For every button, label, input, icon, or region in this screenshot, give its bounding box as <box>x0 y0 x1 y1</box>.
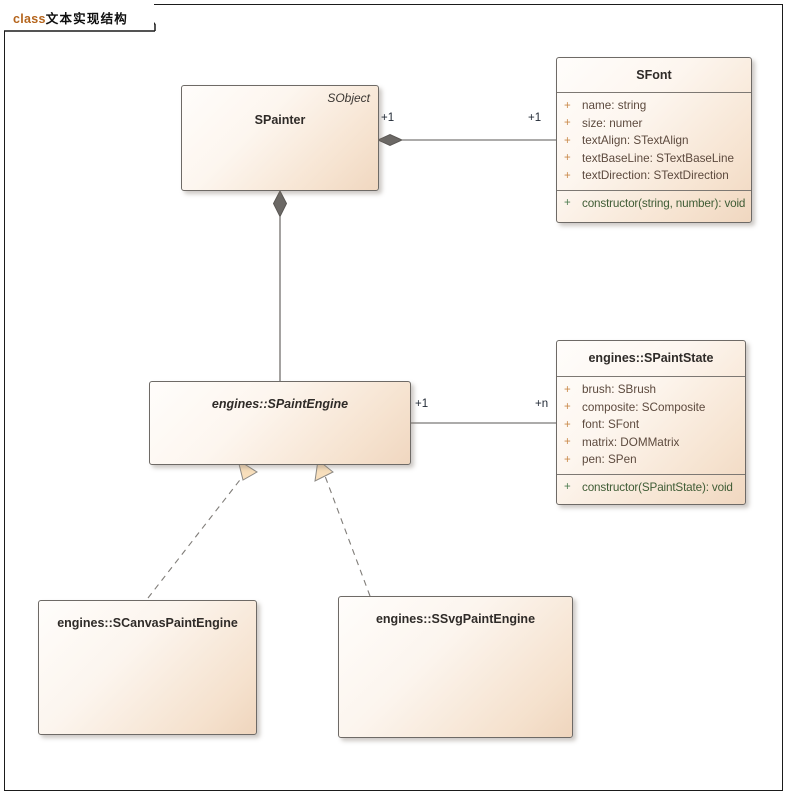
operations-compartment-spaintstate: + constructor(SPaintState): void <box>557 473 745 502</box>
class-stereotype-spainter: SObject <box>327 91 370 105</box>
multiplicity-engine-state-target: +n <box>535 398 549 410</box>
class-box-spaintstate[interactable]: engines::SPaintState + brush: SBrush + c… <box>556 340 746 505</box>
operation-text: constructor(SPaintState): void <box>582 480 733 494</box>
class-box-ssvgpaintengine[interactable]: engines::SSvgPaintEngine <box>338 596 573 738</box>
attribute-row: + name: string <box>557 97 751 115</box>
class-header-scanvaspaintengine: engines::SCanvasPaintEngine <box>39 601 256 631</box>
attribute-text: font: SFont <box>582 418 640 432</box>
visibility-marker: + <box>564 453 571 466</box>
class-box-spaintengine[interactable]: engines::SPaintEngine <box>149 381 411 465</box>
attribute-text: matrix: DOMMatrix <box>582 435 680 449</box>
attributes-compartment-spaintstate: + brush: SBrush + composite: SComposite … <box>557 377 745 474</box>
class-name-ssvgpaintengine: engines::SSvgPaintEngine <box>375 612 536 626</box>
attribute-text: name: string <box>582 99 647 113</box>
class-name-spaintstate: engines::SPaintState <box>588 351 714 365</box>
diagram-frame <box>4 4 783 791</box>
attribute-text: size: numer <box>582 116 643 130</box>
multiplicity-painter-font-target: +1 <box>528 112 542 124</box>
diagram-tab-title: 文本实现结构 <box>45 10 128 26</box>
visibility-marker: + <box>564 383 571 396</box>
visibility-marker: + <box>564 99 571 112</box>
operations-compartment-sfont: + constructor(string, number): void <box>557 189 751 218</box>
operation-text: constructor(string, number): void <box>582 196 746 210</box>
attribute-text: composite: SComposite <box>582 400 706 414</box>
class-name-sfont: SFont <box>636 67 672 82</box>
attribute-row: + size: numer <box>557 115 751 133</box>
visibility-marker: + <box>564 152 571 165</box>
class-name-spaintengine: engines::SPaintEngine <box>211 397 349 411</box>
class-header-spaintstate: engines::SPaintState <box>557 341 745 377</box>
attribute-text: textAlign: STextAlign <box>582 134 689 148</box>
class-box-sfont[interactable]: SFont + name: string + size: numer + tex… <box>556 57 752 223</box>
visibility-marker: + <box>564 117 571 130</box>
operation-row: + constructor(SPaintState): void <box>557 479 745 497</box>
multiplicity-painter-font-source: +1 <box>381 112 395 124</box>
attribute-text: textDirection: STextDirection <box>582 169 729 183</box>
class-header-ssvgpaintengine: engines::SSvgPaintEngine <box>339 597 572 627</box>
attribute-row: + textBaseLine: STextBaseLine <box>557 150 751 168</box>
attribute-row: + pen: SPen <box>557 451 745 469</box>
visibility-marker: + <box>564 134 571 147</box>
attribute-row: + font: SFont <box>557 416 745 434</box>
class-header-spainter: SObject SPainter <box>182 86 378 128</box>
attributes-compartment-sfont: + name: string + size: numer + textAlign… <box>557 93 751 190</box>
class-name-spainter: SPainter <box>254 113 306 127</box>
diagram-title-tab[interactable]: class文本实现结构 <box>4 4 154 30</box>
attribute-row: + brush: SBrush <box>557 381 745 399</box>
class-box-scanvaspaintengine[interactable]: engines::SCanvasPaintEngine <box>38 600 257 735</box>
attribute-text: textBaseLine: STextBaseLine <box>582 151 735 165</box>
attribute-text: brush: SBrush <box>582 383 657 397</box>
class-header-spaintengine: engines::SPaintEngine <box>150 382 410 412</box>
attribute-row: + textAlign: STextAlign <box>557 132 751 150</box>
diagram-tab-keyword: class <box>13 11 46 26</box>
operation-row: + constructor(string, number): void <box>557 195 751 213</box>
class-header-sfont: SFont <box>557 58 751 93</box>
visibility-marker: + <box>564 197 571 210</box>
visibility-marker: + <box>564 418 571 431</box>
attribute-row: + textDirection: STextDirection <box>557 167 751 185</box>
attribute-row: + composite: SComposite <box>557 399 745 417</box>
attribute-text: pen: SPen <box>582 453 637 467</box>
visibility-marker: + <box>564 169 571 182</box>
multiplicity-engine-state-source: +1 <box>415 398 429 410</box>
attribute-row: + matrix: DOMMatrix <box>557 434 745 452</box>
visibility-marker: + <box>564 401 571 414</box>
visibility-marker: + <box>564 436 571 449</box>
class-box-spainter[interactable]: SObject SPainter <box>181 85 379 191</box>
visibility-marker: + <box>564 481 571 494</box>
class-name-scanvaspaintengine: engines::SCanvasPaintEngine <box>57 616 238 630</box>
